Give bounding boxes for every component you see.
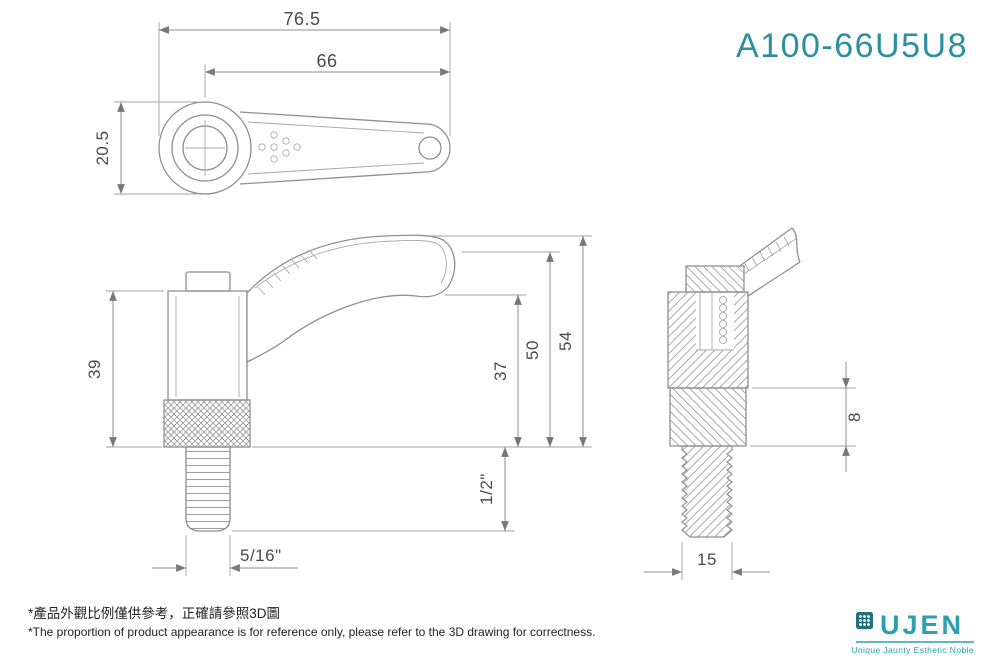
dim-body-height-label: 39 (85, 359, 104, 379)
push-button (185, 271, 231, 292)
knurl-ring (163, 399, 251, 448)
top-view: 76.5 66 20.5 (93, 9, 451, 195)
dimension-body-height: 39 (85, 290, 164, 448)
brand-logo: UJEN Unique Jaunty Esthetic Noble (851, 610, 974, 655)
side-section-view: 8 15 (644, 227, 864, 580)
footnote-en: *The proportion of product appearance is… (28, 625, 595, 639)
dim-thread-length-label: 1/2" (477, 473, 496, 505)
lever-handle (246, 234, 456, 364)
spring-section (719, 296, 727, 344)
grip-serrations (257, 250, 318, 296)
footnote-zh: *產品外觀比例僅供參考，正確請參照3D圖 (28, 605, 280, 621)
threaded-stud (185, 446, 231, 532)
dim-arm-length-label: 66 (316, 51, 337, 71)
dim-height-54-label: 54 (556, 331, 575, 351)
front-view: 39 37 50 54 1/2" 5/16" (85, 234, 592, 576)
part-number: A100-66U5U8 (736, 27, 968, 65)
handle-cutaway (740, 227, 801, 297)
cap-section (685, 265, 745, 293)
dim-head-width-label: 20.5 (93, 130, 112, 165)
dimension-thread-size: 5/16" (152, 535, 298, 576)
collar-section (669, 387, 747, 447)
stud-section (681, 445, 733, 538)
dimension-stud-width: 15 (644, 542, 770, 580)
dimension-height-54: 54 (556, 236, 587, 447)
dimension-height-50: 50 (523, 251, 554, 447)
dimension-head-width: 20.5 (93, 101, 198, 195)
lever-body (167, 290, 248, 401)
dim-height-37-label: 37 (491, 361, 510, 381)
dim-height-50-label: 50 (523, 340, 542, 360)
dimension-thread-length: 1/2" (477, 447, 509, 531)
dimension-collar-height: 8 (750, 362, 864, 472)
dot-marking (258, 131, 301, 163)
dim-thread-size-label: 5/16" (240, 546, 282, 565)
dim-collar-height-label: 8 (845, 412, 864, 422)
logo-name: UJEN (880, 610, 964, 640)
dim-overall-length-label: 76.5 (283, 9, 320, 29)
dimension-arm-length: 66 (204, 51, 450, 98)
logo-grid-icon (856, 612, 873, 629)
dimension-overall-length: 76.5 (158, 9, 451, 136)
dimension-height-37: 37 (491, 295, 522, 447)
dim-stud-width-label: 15 (697, 550, 717, 569)
footnotes: *產品外觀比例僅供參考，正確請參照3D圖 *The proportion of … (28, 605, 595, 639)
logo-tagline: Unique Jaunty Esthetic Noble (851, 645, 974, 655)
